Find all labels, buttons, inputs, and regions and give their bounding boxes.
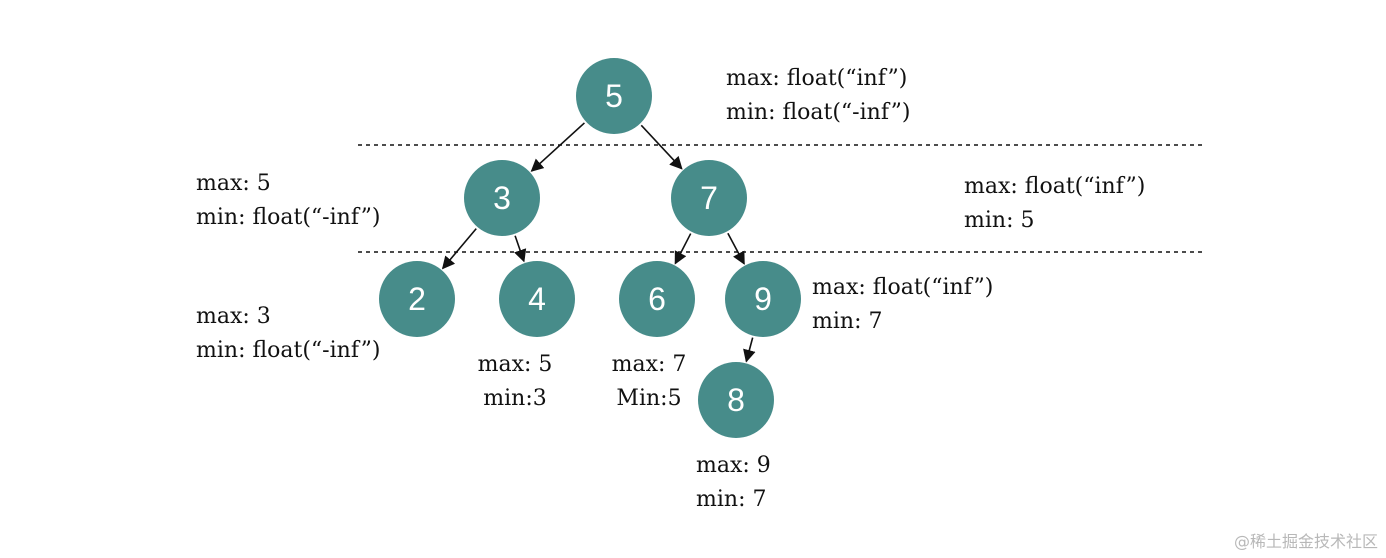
annotation-node-2: max: 3 min: float(“-inf”) xyxy=(196,300,380,368)
tree-node-4: 4 xyxy=(499,261,575,337)
annotation-max: max: 9 xyxy=(696,453,771,478)
tree-node-8: 8 xyxy=(698,362,774,438)
tree-node-5: 5 xyxy=(576,58,652,134)
node-label: 2 xyxy=(408,281,426,317)
annotation-min: min: float(“-inf”) xyxy=(726,100,911,125)
annotation-min: min:3 xyxy=(483,386,547,411)
annotation-max: max: float(“inf”) xyxy=(812,275,994,300)
annotation-node-5: max: float(“inf”) min: float(“-inf”) xyxy=(726,62,910,130)
edge-n3-n2 xyxy=(441,228,477,270)
annotation-max: max: float(“inf”) xyxy=(726,66,908,91)
annotation-min: min: 7 xyxy=(696,487,767,512)
annotation-max: max: float(“inf”) xyxy=(964,174,1146,199)
annotation-max: max: 5 xyxy=(196,171,271,196)
annotation-max: max: 5 xyxy=(477,352,553,377)
node-circle xyxy=(379,261,455,337)
tree-node-9: 9 xyxy=(725,261,801,337)
node-circle xyxy=(619,261,695,337)
node-label: 8 xyxy=(727,382,745,418)
edge-n7-n6 xyxy=(674,233,692,265)
node-circle xyxy=(464,160,540,236)
node-circle xyxy=(698,362,774,438)
node-label: 9 xyxy=(754,281,772,317)
annotation-min: min: float(“-inf”) xyxy=(196,338,381,363)
node-label: 3 xyxy=(493,180,511,216)
node-label: 5 xyxy=(605,78,623,114)
annotation-max: max: 7 xyxy=(611,352,687,377)
node-circle xyxy=(725,261,801,337)
tree-node-7: 7 xyxy=(671,160,747,236)
edge-n5-n3 xyxy=(530,122,585,172)
node-circle xyxy=(671,160,747,236)
annotation-node-9: max: float(“inf”) min: 7 xyxy=(812,271,993,339)
watermark: @稀土掘金技术社区 xyxy=(1233,532,1378,551)
edge-n3-n4 xyxy=(514,235,527,263)
edge-n5-n7 xyxy=(640,124,683,170)
annotation-node-8: max: 9 min: 7 xyxy=(696,449,771,517)
node-label: 6 xyxy=(648,281,666,317)
node-circle xyxy=(499,261,575,337)
edge-n9-n8 xyxy=(743,337,756,363)
annotation-max: max: 3 xyxy=(196,304,271,329)
tree-node-3: 3 xyxy=(464,160,540,236)
node-circle xyxy=(576,58,652,134)
annotation-node-3: max: 5 min: float(“-inf”) xyxy=(196,167,380,235)
annotation-min: min: 5 xyxy=(964,208,1035,233)
annotation-min: min: 7 xyxy=(812,309,883,334)
tree-node-6: 6 xyxy=(619,261,695,337)
annotation-min: Min:5 xyxy=(616,386,682,411)
node-label: 7 xyxy=(700,180,718,216)
node-label: 4 xyxy=(528,281,546,317)
annotation-node-4: max: 5 min:3 xyxy=(470,348,560,416)
annotation-node-6: max: 7 Min:5 xyxy=(604,348,694,416)
tree-node-2: 2 xyxy=(379,261,455,337)
annotation-min: min: float(“-inf”) xyxy=(196,205,381,230)
annotation-node-7: max: float(“inf”) min: 5 xyxy=(964,170,1145,238)
edge-n7-n9 xyxy=(727,232,745,265)
